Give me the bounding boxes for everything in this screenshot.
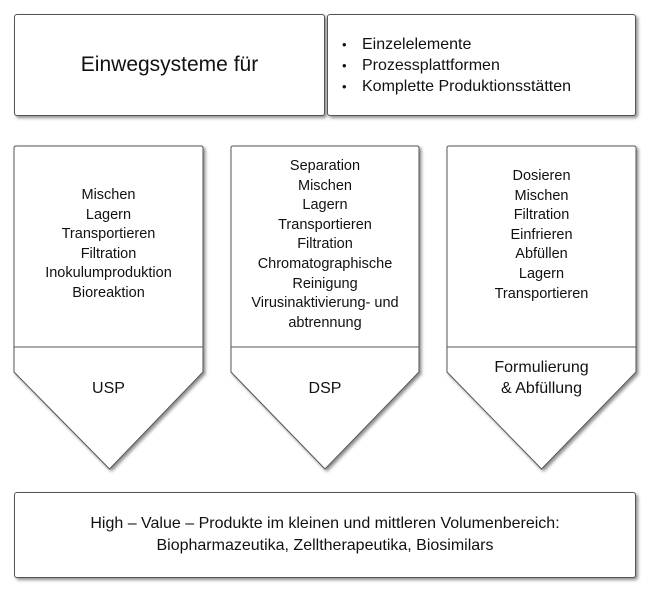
activity: Filtration (80, 245, 137, 262)
activity: Reinigung (292, 275, 358, 292)
activity: Filtration (297, 236, 353, 253)
formulierung-arrow-shape (446, 145, 637, 470)
activity: Lagern (85, 206, 132, 223)
dsp-column (230, 145, 420, 470)
activity: Bioreaktion (72, 284, 145, 301)
activity: Transportieren (494, 285, 589, 302)
footer-line: High – Value – Produkte im kleinen und m… (90, 515, 560, 532)
activity: Chromatographische (257, 255, 393, 272)
formulierung-activities: Dosieren Mischen Filtration Einfrieren A… (447, 167, 636, 304)
usp-activities: Mischen Lagern Transportieren Filtration… (14, 186, 203, 304)
usp-label: USP (92, 380, 125, 397)
header-list-item: Einzelelemente (342, 34, 571, 55)
formulierung-label-line: & Abfüllung (501, 380, 582, 397)
dsp-activities: Separation Mischen Lagern Transportieren… (231, 157, 419, 333)
activity: Lagern (302, 197, 348, 214)
activity: Mischen (514, 187, 569, 204)
activity: Virusinaktivierung- und (251, 295, 399, 312)
header-list-box: Einzelelemente Prozessplattformen Komple… (327, 14, 636, 116)
activity: Lagern (518, 265, 565, 282)
usp-arrow-shape (13, 145, 204, 470)
activity: Mischen (298, 177, 352, 194)
header-list: Einzelelemente Prozessplattformen Komple… (342, 34, 571, 97)
dsp-arrow-shape (230, 145, 420, 470)
activity: Abfüllen (515, 246, 568, 263)
footer-line: Biopharmazeutika, Zelltherapeutika, Bios… (156, 537, 494, 554)
activity: Mischen (81, 187, 136, 203)
activity: Transportieren (278, 216, 372, 233)
activity: Filtration (513, 207, 570, 224)
activity: Transportieren (61, 226, 156, 243)
activity: Separation (289, 158, 361, 174)
formulierung-column (446, 145, 637, 470)
header-title: Einwegsysteme für (80, 53, 259, 76)
activity: Inokulumproduktion (45, 265, 172, 282)
header-list-item: Komplette Produktionsstätten (342, 76, 571, 97)
usp-column (13, 145, 204, 470)
dsp-label: DSP (308, 380, 342, 397)
formulierung-label-line: Formulierung (494, 359, 589, 376)
footer-box: High – Value – Produkte im kleinen und m… (14, 492, 636, 578)
activity: Einfrieren (510, 226, 573, 243)
activity: abtrennung (288, 314, 362, 331)
formulierung-label: Formulierung & Abfüllung (447, 357, 636, 399)
header-title-box: Einwegsysteme für (14, 14, 325, 116)
activity: Dosieren (512, 168, 571, 184)
header-list-item: Prozessplattformen (342, 55, 571, 76)
